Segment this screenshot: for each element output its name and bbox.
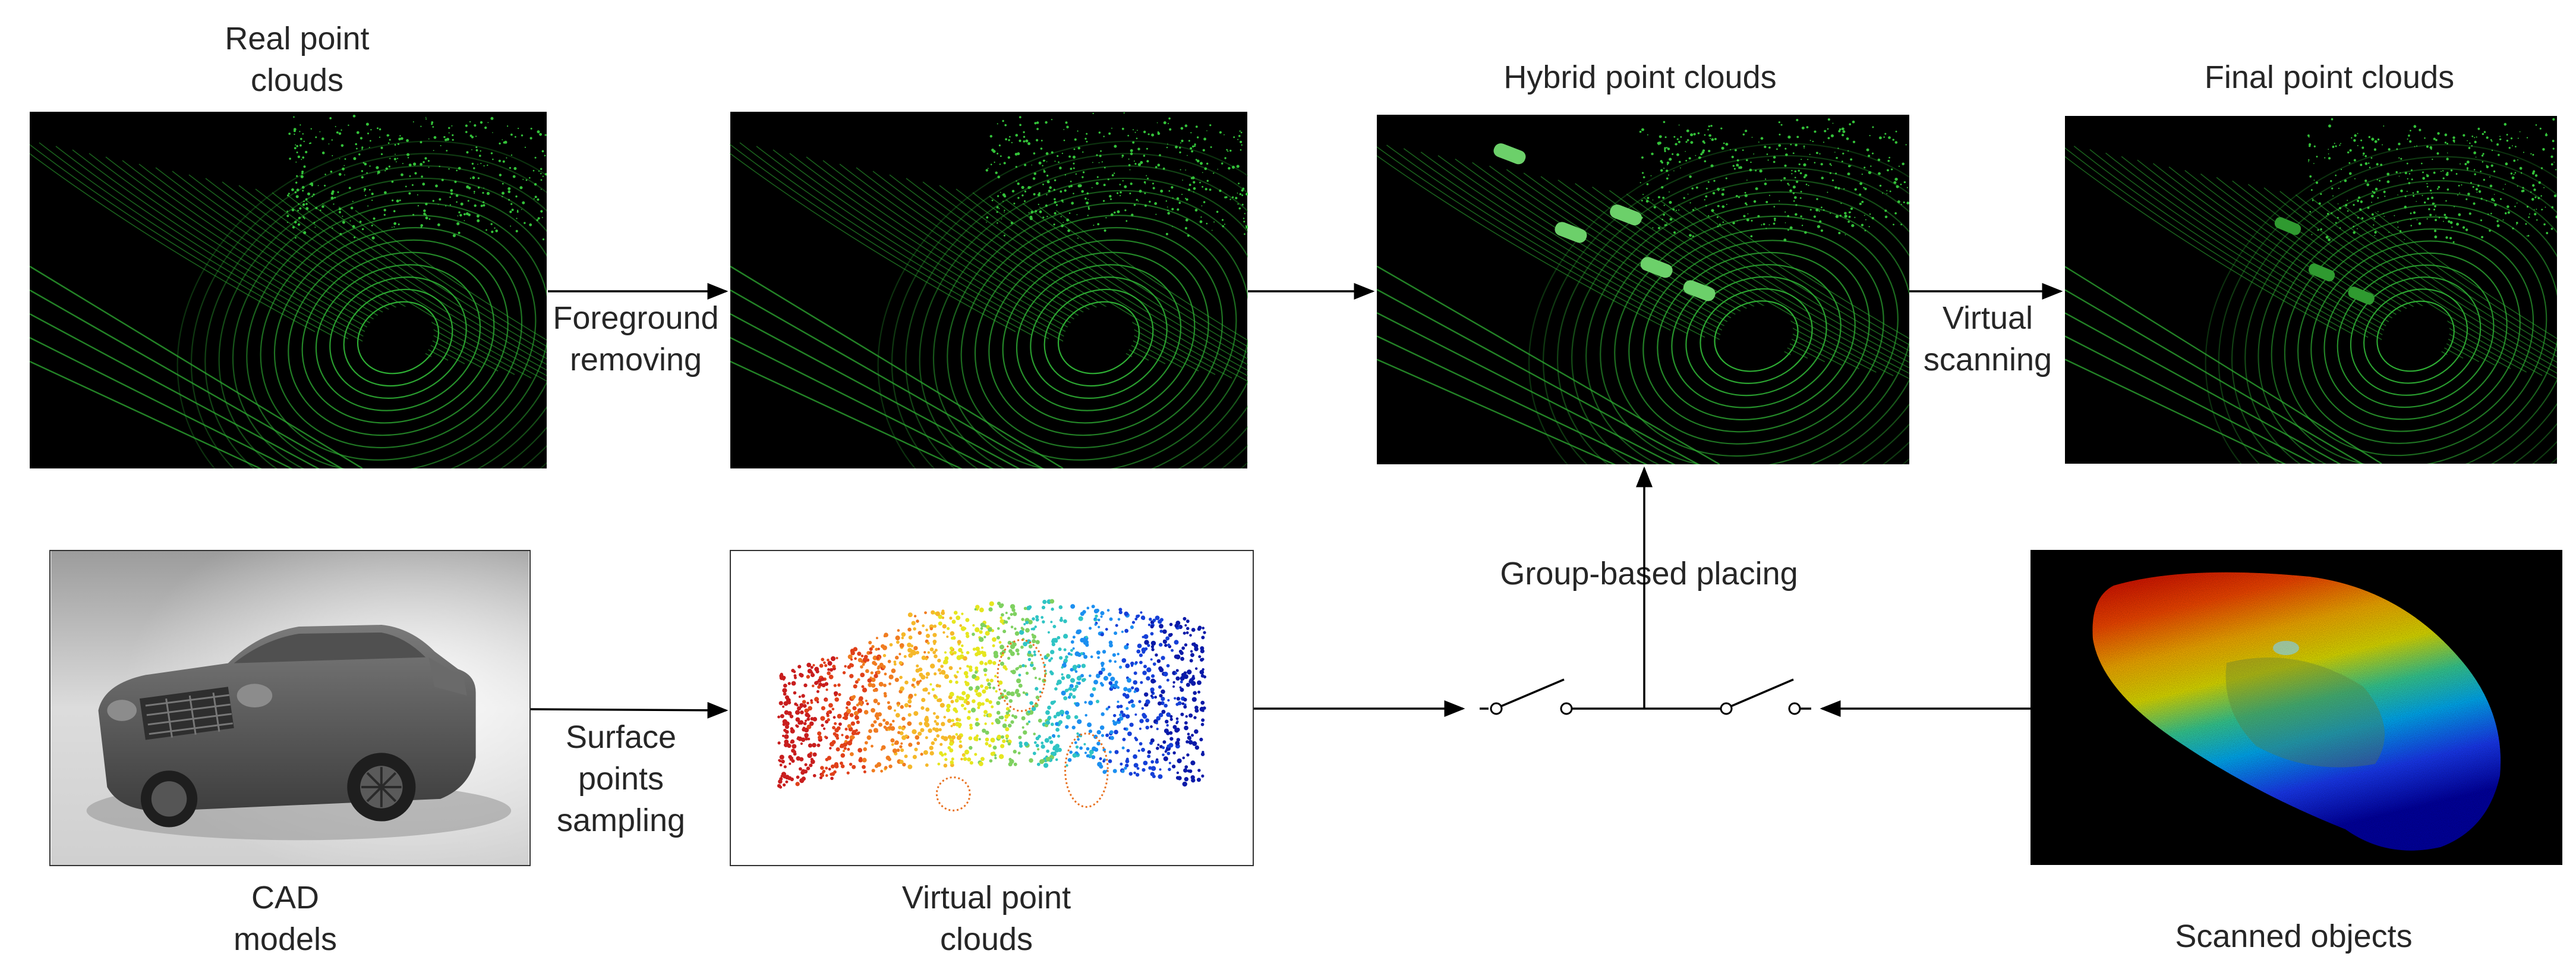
label-real-point-clouds: Real point clouds (225, 21, 370, 98)
hybrid-point-clouds-image (1377, 115, 1909, 464)
label-scanned-objects: Scanned objects (2175, 918, 2413, 954)
open-switch-icon (1490, 678, 1573, 715)
scanned-objects-image (2030, 550, 2562, 865)
label-group-based-placing: Group-based placing (1500, 556, 1798, 592)
label-foreground-removing: Foreground removing (553, 300, 719, 377)
arrow-surface-sampling (530, 701, 729, 719)
lidar-scan-image (2065, 116, 2557, 464)
real-point-clouds-image (30, 112, 547, 468)
lidar-scan-image (730, 112, 1248, 468)
final-point-clouds-image (2065, 116, 2557, 464)
label-surface-points-sampling: Surface points sampling (556, 719, 686, 838)
open-switch-icon (1720, 678, 1801, 715)
label-hybrid-point-clouds: Hybrid point clouds (1503, 59, 1777, 95)
virtual-point-clouds-image (730, 550, 1254, 866)
label-cad-models: CAD models (233, 880, 338, 957)
label-final-point-clouds: Final point clouds (2204, 59, 2455, 95)
scanned-car-mesh (2030, 550, 2562, 865)
label-virtual-point-clouds: Virtual point clouds (901, 880, 1071, 957)
label-virtual-scanning: Virtual scanning (1923, 300, 2052, 377)
foreground-removed-image (730, 112, 1248, 468)
lidar-scan-image (1377, 115, 1909, 464)
car-render (51, 551, 529, 865)
sampled-car-points (731, 551, 1253, 865)
cad-model-image (49, 550, 531, 866)
lidar-scan-image (30, 112, 547, 468)
